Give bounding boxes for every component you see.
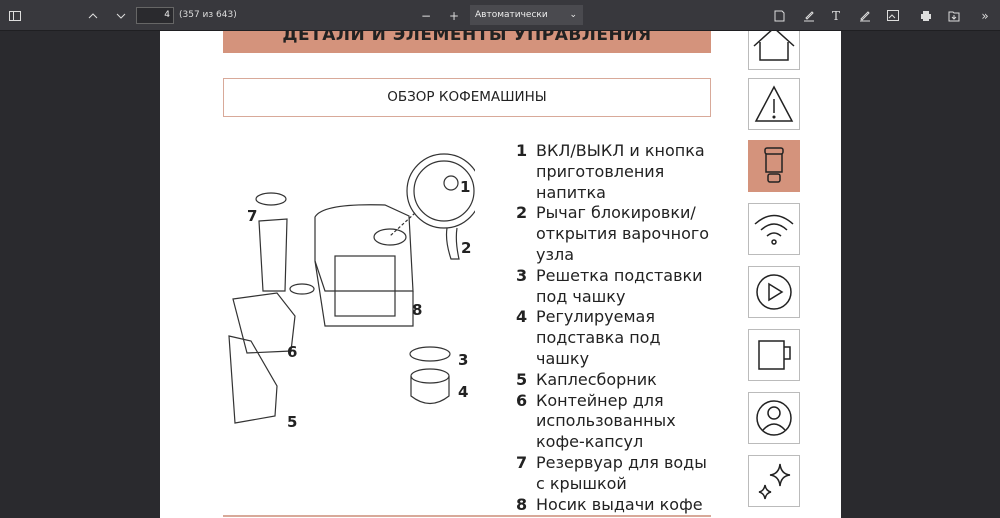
item-text: Регулируемая подставка под чашку <box>536 307 661 368</box>
play-icon[interactable] <box>748 266 800 318</box>
item-text: Резервуар для воды с крышкой <box>536 452 707 493</box>
item-number: 5 <box>516 369 528 389</box>
section-title: ДЕТАЛИ И ЭЛЕМЕНТЫ УПРАВЛЕНИЯ <box>223 31 711 53</box>
zoom-value: Автоматически <box>475 10 548 20</box>
list-item: 8 Носик выдачи кофе <box>516 495 716 516</box>
print-icon[interactable] <box>917 6 935 25</box>
chevron-down-icon[interactable] <box>112 6 130 25</box>
coffee-machine-illustration <box>228 153 475 424</box>
callout-3: 3 <box>458 351 469 369</box>
list-item: 7 Резервуар для воды с крышкой <box>516 453 716 495</box>
user-icon[interactable] <box>748 392 800 444</box>
callout-2: 2 <box>461 239 472 257</box>
list-item: 6 Контейнер для использованных кофе-капсу… <box>516 391 716 453</box>
overview-title: ОБЗОР КОФЕМАШИНЫ <box>223 78 711 117</box>
highlight-icon[interactable] <box>800 6 818 25</box>
coffee-machine-icon[interactable] <box>748 140 800 192</box>
more-tools-icon[interactable]: » <box>981 8 989 23</box>
item-number: 6 <box>516 390 528 410</box>
zoom-select[interactable]: Автоматически ⌄ <box>470 5 583 25</box>
sparkle-icon[interactable] <box>748 455 800 507</box>
pdf-toolbar: 4 (357 из 643) − + Автоматически ⌄ T » <box>0 0 1000 31</box>
list-item: 4 Регулируемая подставка под чашку <box>516 307 716 369</box>
warning-icon[interactable] <box>748 78 800 130</box>
zoom-out-icon[interactable]: − <box>420 8 432 23</box>
list-item: 1 ВКЛ/ВЫКЛ и кнопка приготовления напитка <box>516 141 716 203</box>
chevron-down-icon: ⌄ <box>569 10 577 20</box>
divider <box>223 515 711 517</box>
item-text: ВКЛ/ВЫКЛ и кнопка приготовления напитка <box>536 141 705 202</box>
callout-8: 8 <box>412 301 423 319</box>
list-item: 3 Решетка подставки под чашку <box>516 266 716 308</box>
callout-7: 7 <box>247 207 258 225</box>
home-icon[interactable] <box>748 31 800 70</box>
edit-text-icon[interactable] <box>771 6 789 25</box>
pdf-page: ДЕТАЛИ И ЭЛЕМЕНТЫ УПРАВЛЕНИЯ ОБЗОР КОФЕМ… <box>160 31 841 518</box>
page-number-input[interactable]: 4 <box>136 7 174 24</box>
text-icon[interactable]: T <box>831 8 840 23</box>
item-number: 3 <box>516 265 528 285</box>
sidebar-toggle-icon[interactable] <box>6 6 24 25</box>
page-count: (357 из 643) <box>179 10 237 20</box>
list-item: 2 Рычаг блокировки/ открытия варочного уз… <box>516 203 716 265</box>
item-text: Рычаг блокировки/ открытия варочного узл… <box>536 203 710 264</box>
chevron-up-icon[interactable] <box>84 6 102 25</box>
draw-icon[interactable] <box>856 6 874 25</box>
item-text: Каплесборник <box>536 369 657 389</box>
wifi-icon[interactable] <box>748 203 800 255</box>
cup-icon[interactable] <box>748 329 800 381</box>
item-number: 1 <box>516 141 528 160</box>
callout-6: 6 <box>287 343 298 361</box>
zoom-in-icon[interactable]: + <box>448 8 460 23</box>
image-icon[interactable] <box>884 6 902 25</box>
item-text: Контейнер для использованных кофе-капсул <box>536 390 676 452</box>
item-number: 8 <box>516 494 528 514</box>
callout-1: 1 <box>460 178 471 196</box>
item-number: 2 <box>516 203 528 223</box>
callout-4: 4 <box>458 383 469 401</box>
item-number: 4 <box>516 307 528 327</box>
save-icon[interactable] <box>945 6 963 25</box>
list-item: 5 Каплесборник <box>516 370 716 391</box>
parts-list: 1 ВКЛ/ВЫКЛ и кнопка приготовления напитка… <box>516 141 716 515</box>
item-number: 7 <box>516 452 528 472</box>
item-text: Решетка подставки под чашку <box>536 265 703 306</box>
callout-5: 5 <box>287 413 298 431</box>
item-text: Носик выдачи кофе <box>536 494 703 514</box>
